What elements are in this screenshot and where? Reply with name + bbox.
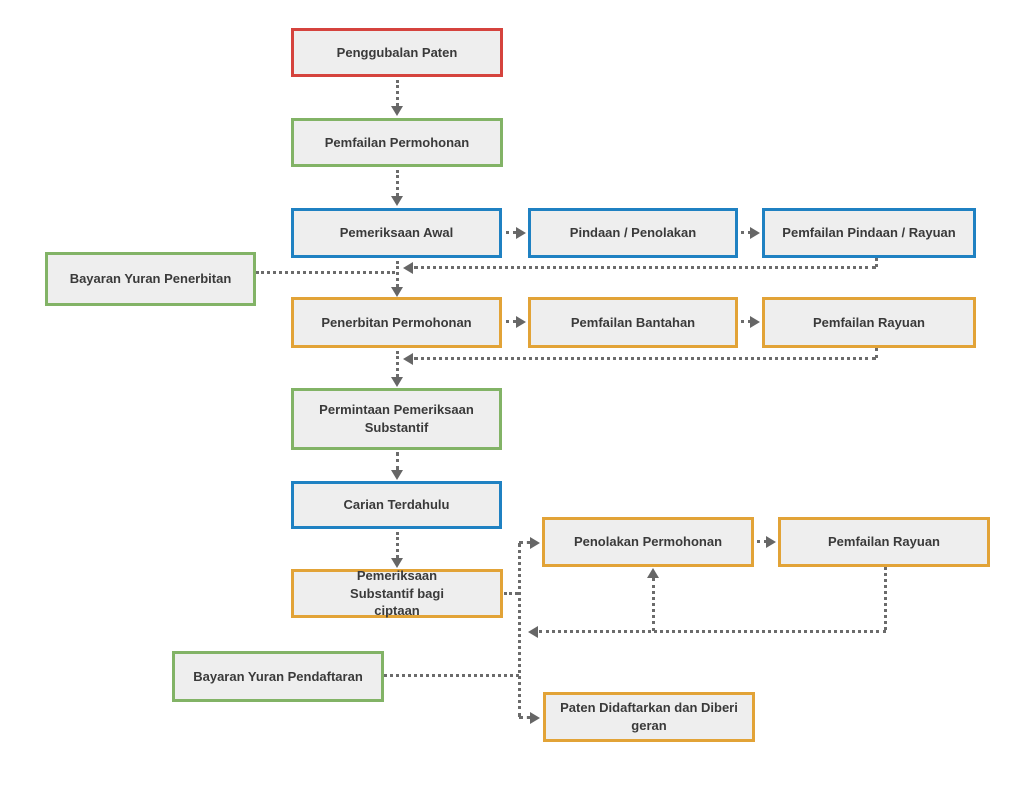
arrowhead-right-icon [766, 536, 776, 548]
edge-up-branch [652, 578, 655, 631]
node-pindaan-penolakan: Pindaan / Penolakan [528, 208, 738, 258]
edge-bayaran-penerbitan-join [256, 271, 395, 274]
node-bayaran-yuran-penerbitan: Bayaran Yuran Penerbitan [45, 252, 256, 306]
edge-penggubalan-to-pemfailan [396, 80, 399, 106]
edge-feedback-row3 [414, 266, 876, 269]
arrowhead-up-icon [647, 568, 659, 578]
edge-pemfailan-to-pemeriksaan-awal [396, 170, 399, 196]
edge-pemeriksaan-awal-to-penerbitan [396, 261, 399, 287]
edge-pindaan-to-pemfailan-pindaan [741, 231, 751, 234]
arrowhead-down-icon [391, 558, 403, 568]
arrowhead-left-icon [403, 262, 413, 274]
arrowhead-down-icon [391, 196, 403, 206]
arrowhead-left-icon [528, 626, 538, 638]
edge-feedback-bottom [539, 630, 886, 633]
node-bayaran-yuran-pendaftaran: Bayaran Yuran Pendaftaran [172, 651, 384, 702]
edge-carian-to-pemeriksaan-substantif [396, 532, 399, 558]
arrowhead-down-icon [391, 377, 403, 387]
node-pemfailan-rayuan-bawah: Pemfailan Rayuan [778, 517, 990, 567]
node-pemfailan-bantahan: Pemfailan Bantahan [528, 297, 738, 348]
node-penerbitan-permohonan: Penerbitan Permohonan [291, 297, 502, 348]
node-pemeriksaan-substantif-ciptaan: Pemeriksaan Substantif bagi ciptaan [291, 568, 503, 618]
arrowhead-down-icon [391, 287, 403, 297]
edge-rayuan-bawah-stub [884, 567, 887, 630]
node-paten-didaftarkan: Paten Didaftarkan dan Diberi geran [543, 692, 755, 742]
arrowhead-down-icon [391, 470, 403, 480]
edge-trunk-to-penolakan [519, 541, 531, 544]
edge-bayaran-pendaftaran-join [384, 674, 519, 677]
edge-permintaan-to-carian [396, 452, 399, 470]
edge-trunk-to-paten [519, 716, 531, 719]
node-penggubalan-paten: Penggubalan Paten [291, 28, 503, 77]
node-permintaan-pemeriksaan-substantif: Permintaan Pemeriksaan Substantif [291, 388, 502, 450]
arrowhead-right-icon [530, 537, 540, 549]
arrowhead-right-icon [516, 227, 526, 239]
edge-feedback-row3-stub [875, 258, 878, 267]
edge-lower-trunk [518, 543, 521, 717]
node-penolakan-permohonan: Penolakan Permohonan [542, 517, 754, 567]
node-pemfailan-rayuan-atas: Pemfailan Rayuan [762, 297, 976, 348]
edge-penerbitan-to-permintaan [396, 351, 399, 377]
node-pemfailan-pindaan-rayuan: Pemfailan Pindaan / Rayuan [762, 208, 976, 258]
edge-bantahan-to-rayuan [741, 320, 751, 323]
edge-awal-to-pindaan [506, 231, 516, 234]
edge-penolakan-to-rayuan [757, 540, 767, 543]
node-pemfailan-permohonan: Pemfailan Permohonan [291, 118, 503, 167]
arrowhead-down-icon [391, 106, 403, 116]
arrowhead-left-icon [403, 353, 413, 365]
arrowhead-right-icon [516, 316, 526, 328]
arrowhead-right-icon [530, 712, 540, 724]
arrowhead-right-icon [750, 316, 760, 328]
edge-penerbitan-to-bantahan [506, 320, 516, 323]
edge-feedback-row4 [414, 357, 876, 360]
arrowhead-right-icon [750, 227, 760, 239]
edge-substantif-stub [504, 592, 518, 595]
edge-feedback-row4-stub [875, 348, 878, 358]
node-pemeriksaan-awal: Pemeriksaan Awal [291, 208, 502, 258]
node-carian-terdahulu: Carian Terdahulu [291, 481, 502, 529]
